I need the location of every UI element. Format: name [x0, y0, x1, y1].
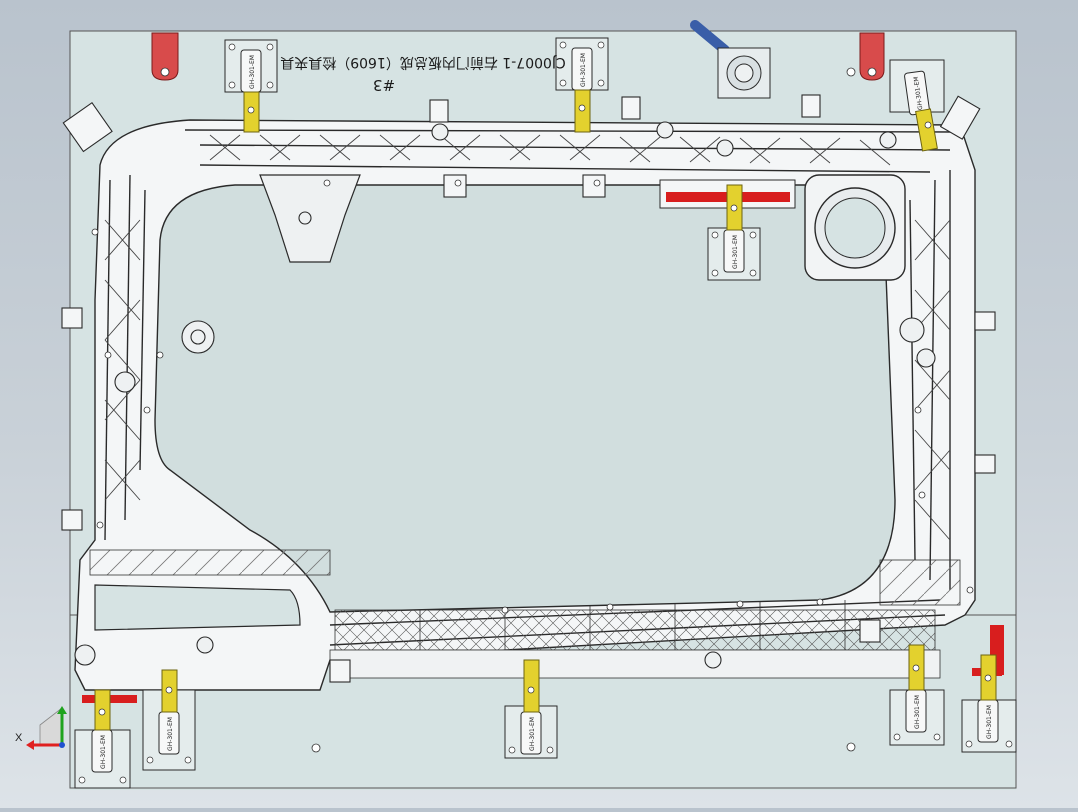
- tag-text: #3: [373, 76, 395, 94]
- part-title-text: CJ0007-1 右前门内板总成（1609）检具夹具: [280, 54, 566, 71]
- yellow-clamp-arms: [94, 89, 997, 731]
- clamp-model-labels: GH-301-EM GH-301-EM GH-301-EM GH-301-EM …: [100, 53, 993, 769]
- round-bosses: [74, 121, 936, 669]
- clamp-label: GH-301-EM: [580, 53, 587, 87]
- clamp-label: GH-301-EM: [732, 235, 739, 269]
- panel-ribs: [104, 134, 951, 541]
- lower-mesh-region: [334, 609, 936, 651]
- clamp-label: GH-301-EM: [986, 705, 993, 739]
- clamp-label: GH-301-EM: [249, 55, 256, 89]
- clamp-label: GH-301-EM: [100, 735, 107, 769]
- red-locating-pins: [151, 32, 885, 81]
- tag-engraving: #3: [373, 76, 395, 94]
- rotary-clamp: [690, 20, 771, 99]
- speaker-housing: [804, 174, 906, 281]
- clamp-label: GH-301-EM: [529, 717, 536, 751]
- lower-left-pocket: [94, 584, 301, 631]
- part-title-engraving: CJ0007-1 右前门内板总成（1609）检具夹具: [280, 54, 566, 71]
- clamp-label: GH-301-EM: [913, 76, 925, 111]
- clamp-label: GH-301-EM: [167, 717, 174, 751]
- axis-x-label: X: [15, 732, 23, 744]
- mounting-tabs: [61, 94, 996, 683]
- clamp-label: GH-301-EM: [914, 695, 921, 729]
- coordinate-triad: [26, 706, 67, 750]
